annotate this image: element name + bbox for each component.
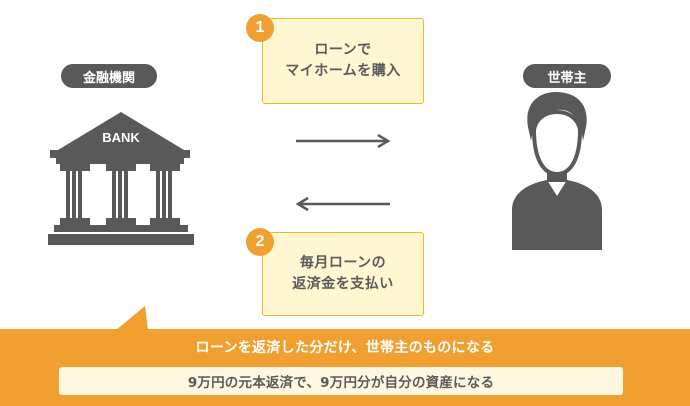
banner-headline: ローンを返済した分だけ、世帯主のものになる (195, 340, 495, 356)
bank-sign-text: BANK (102, 130, 140, 145)
step-2-box: 毎月ローンの 返済金を支払い (262, 232, 424, 316)
step-2-badge: 2 (246, 228, 274, 256)
step-1-line1: ローンで (314, 42, 372, 58)
step-2-line2: 返済金を支払い (292, 276, 394, 292)
step-1-badge: 1 (246, 14, 274, 42)
banner-subline: 9万円の元本返済で、9万円分が自分の資産になる (59, 367, 623, 395)
step-2-line1: 毎月ローンの (299, 255, 387, 271)
bank-label: 金融機関 (61, 64, 157, 88)
step-1-box: ローンで マイホームを購入 (262, 18, 424, 104)
step-1-line2: マイホームを購入 (285, 63, 401, 79)
householder-label: 世帯主 (523, 64, 611, 88)
